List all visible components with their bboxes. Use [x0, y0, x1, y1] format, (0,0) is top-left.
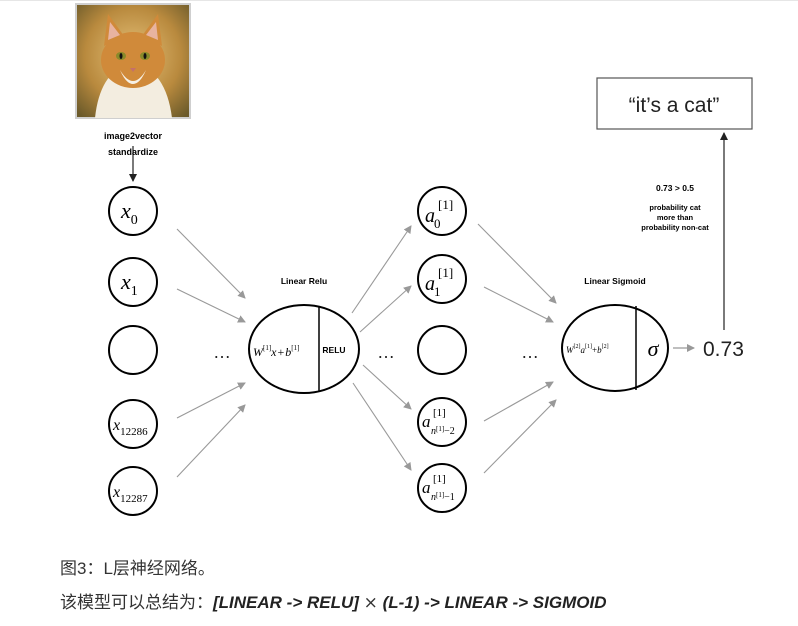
top-divider: [0, 0, 798, 1]
svg-text:a: a: [422, 478, 431, 497]
input-node-x0: x0: [108, 186, 158, 236]
svg-text:a1: a1: [425, 273, 441, 299]
hidden-node-a1: a1 [1]: [417, 254, 467, 304]
svg-text:a: a: [422, 412, 431, 431]
svg-text:x1: x1: [120, 269, 138, 299]
linear-sigmoid-node: W[2]a[1]+b[2] σ: [561, 304, 669, 392]
linear-relu-node: W[1]x+b[1] RELU: [248, 304, 360, 394]
svg-text:[1]: [1]: [438, 265, 453, 280]
input-ellipsis: …: [213, 342, 231, 362]
input-to-relu-arrows: [176, 228, 246, 478]
probability-text-1: probability cat: [649, 203, 701, 212]
input-node-x1: x1: [108, 257, 158, 307]
relu-label: RELU: [322, 345, 345, 355]
image2vector-label: image2vector: [104, 131, 163, 141]
threshold-text: 0.73 > 0.5: [656, 183, 694, 193]
sigmoid-linear-formula: W[2]a[1]+b[2]: [566, 344, 609, 355]
hidden-node-an-1: a [1] n[1]−1: [417, 463, 467, 513]
output-value: 0.73: [703, 338, 744, 361]
relu-to-hidden-arrows: [351, 225, 412, 471]
formula-part-1: [LINEAR -> RELU]: [213, 593, 359, 612]
cat-photo: [75, 3, 191, 119]
svg-text:[1]: [1]: [433, 407, 446, 419]
relu-ellipsis: …: [377, 342, 395, 362]
svg-text:n[1]−1: n[1]−1: [431, 491, 455, 503]
svg-text:n[1]−2: n[1]−2: [431, 425, 455, 437]
svg-text:x12286: x12286: [112, 417, 148, 438]
hidden-ellipsis: …: [521, 342, 539, 362]
hidden-node-a0: a0 [1]: [417, 186, 467, 236]
model-summary: 该模型可以总结为：[LINEAR -> RELU] × (L-1) -> LIN…: [60, 593, 606, 613]
neural-network-diagram: image2vector standardize x0 x1 x12286 x1…: [75, 3, 753, 516]
figure-caption: 图3：L层神经网络。: [60, 559, 215, 578]
input-node-x12286: x12286: [108, 399, 158, 449]
probability-text-2: more than: [657, 213, 694, 222]
summary-prefix: 该模型可以总结为：: [60, 593, 213, 612]
input-node-empty: [108, 325, 158, 375]
hidden-node-empty: [417, 325, 467, 375]
hidden-node-an-2: a [1] n[1]−2: [417, 397, 467, 447]
times-symbol: ×: [363, 593, 378, 613]
hidden-to-sigmoid-arrows: [477, 223, 557, 474]
standardize-label: standardize: [108, 147, 158, 157]
linear-relu-title: Linear Relu: [281, 276, 327, 286]
result-text: “it’s a cat”: [629, 94, 720, 117]
probability-text-3: probability non-cat: [641, 223, 709, 232]
svg-text:[1]: [1]: [433, 473, 446, 485]
relu-linear-formula: W[1]x+b[1]: [253, 344, 299, 359]
svg-text:x0: x0: [120, 198, 138, 228]
formula-part-2: (L-1) -> LINEAR -> SIGMOID: [382, 593, 607, 612]
svg-text:a0: a0: [425, 205, 441, 231]
svg-text:x12287: x12287: [112, 484, 148, 505]
sigma-label: σ: [648, 336, 660, 361]
svg-text:[1]: [1]: [438, 197, 453, 212]
result-box: [596, 77, 753, 130]
input-node-x12287: x12287: [108, 466, 158, 516]
linear-sigmoid-title: Linear Sigmoid: [584, 276, 645, 286]
